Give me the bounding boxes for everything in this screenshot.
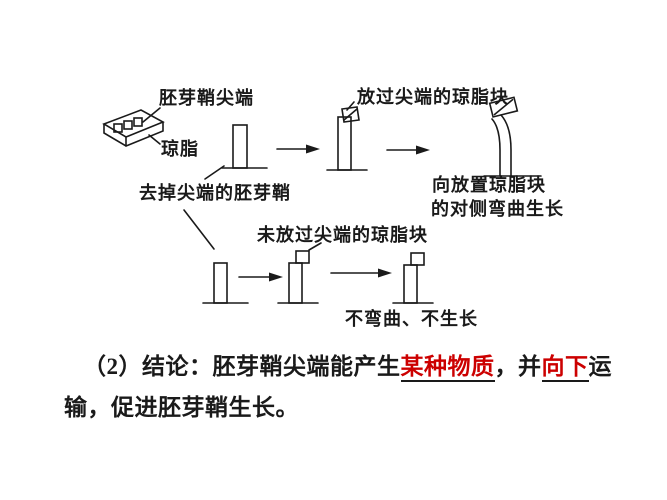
arrow-right-icon [330, 268, 392, 278]
conclusion-line1-tail: 运 [588, 354, 612, 379]
agar-label: 琼脂 [161, 139, 199, 159]
decapitated-coleoptile-icon [202, 262, 249, 304]
conclusion-highlight-substance: 某种物质 [400, 354, 495, 382]
arrow-right-icon [238, 272, 283, 282]
conclusion-line-1: （2）结论：胚芽鞘尖端能产生某种物质，并向下运 [83, 352, 612, 382]
decapitated-leader-up-line [204, 165, 225, 180]
coleoptile-with-fresh-agar-icon [277, 242, 322, 304]
fresh-agar-block-label: 未放过尖端的琼脂块 [257, 225, 428, 245]
conclusion-highlight-direction: 向下 [541, 354, 589, 382]
coleoptile-no-growth-icon [392, 252, 434, 304]
agar-block-with-tips-icon [102, 109, 165, 147]
bend-result-label-line2: 的对侧弯曲生长 [431, 199, 564, 219]
tip-leader-line [142, 107, 161, 123]
arrow-right-icon [386, 145, 430, 155]
no-bend-result-label: 不弯曲、不生长 [345, 309, 478, 329]
coleoptile-bent-icon [483, 96, 542, 177]
conclusion-middle: ，并 [494, 354, 542, 379]
decapitated-coleoptile-icon [221, 124, 268, 169]
conclusion-line-2: 输，促进胚芽鞘生长。 [64, 395, 299, 420]
coleoptile-with-used-agar-icon [326, 101, 368, 171]
conclusion-prefix: （2）结论：胚芽鞘尖端能产生 [83, 354, 401, 379]
decapitated-label: 去掉尖端的胚芽鞘 [139, 183, 291, 203]
agar-leader-line [148, 134, 161, 145]
coleoptile-tip-label: 胚芽鞘尖端 [159, 88, 254, 108]
used-agar-block-label: 放过尖端的琼脂块 [357, 87, 509, 107]
decapitated-leader-down-line [183, 209, 215, 250]
arrow-right-icon [276, 144, 320, 154]
experiment-diagram [102, 96, 542, 304]
bend-result-label-line1: 向放置琼脂块 [432, 175, 546, 195]
